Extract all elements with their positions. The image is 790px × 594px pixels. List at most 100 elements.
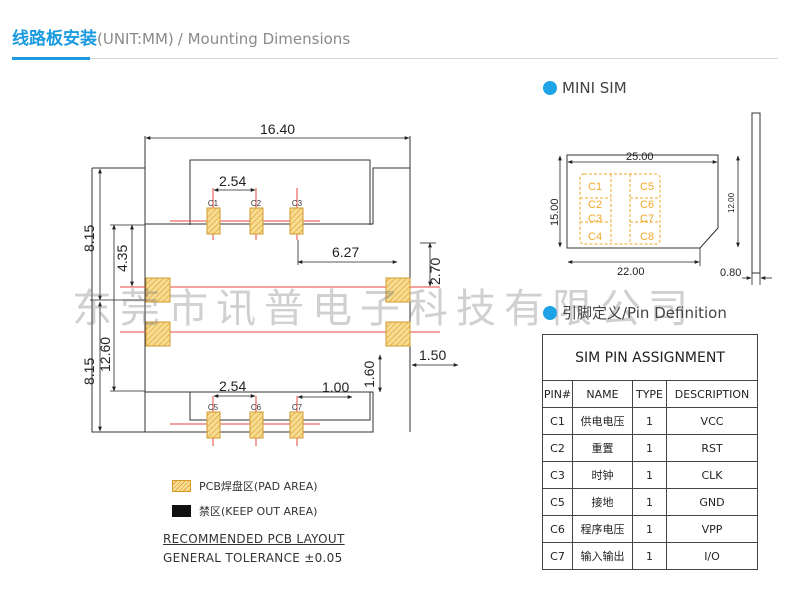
cell-name: 供电电压 [572, 407, 633, 435]
cell-type: 1 [632, 515, 667, 543]
dim-left-upper: 8.15 [81, 225, 97, 252]
sim-dim-bottom: 22.00 [617, 266, 645, 278]
pad-label-c3: C3 [292, 199, 303, 208]
sim-dim-top: 25.00 [626, 151, 654, 163]
dim-mid-right: 6.27 [332, 244, 359, 260]
pcb-pads [145, 207, 411, 439]
cell-pin: C7 [542, 542, 573, 570]
cell-desc: VCC [666, 407, 758, 435]
sim-contact-c7: C7 [640, 213, 654, 225]
pin-table: SIM PIN ASSIGNMENT PIN# NAME TYPE DESCRI… [542, 334, 758, 570]
cell-type: 1 [632, 407, 667, 435]
table-row: C5 接地 1 GND [542, 488, 758, 516]
cell-name: 输入输出 [572, 542, 633, 570]
table-row: C1 供电电压 1 VCC [542, 407, 758, 435]
pad-c3 [289, 207, 304, 235]
cell-name: 程序电压 [572, 515, 633, 543]
col-description: DESCRIPTION [666, 380, 758, 408]
dim-width: 16.40 [260, 121, 295, 137]
pin-table-title: SIM PIN ASSIGNMENT [542, 334, 758, 381]
pad-right-lower [385, 321, 411, 347]
legend-keep-out-label: 禁区(KEEP OUT AREA) [199, 505, 318, 518]
cell-desc: RST [666, 434, 758, 462]
dim-pitch-top: 2.54 [219, 173, 246, 189]
dim-right-lower: 1.50 [419, 347, 446, 363]
sim-contact-c4: C4 [588, 231, 602, 243]
header-unit: (UNIT:MM) [97, 30, 174, 48]
pad-left-upper [145, 277, 171, 303]
pin-def-title-text: 引脚定义/Pin Definition [562, 304, 727, 322]
table-row: C3 时钟 1 CLK [542, 461, 758, 489]
sim-contact-c8: C8 [640, 231, 654, 243]
pad-c2 [249, 207, 264, 235]
page-header: 线路板安装 (UNIT:MM) / Mounting Dimensions [12, 24, 351, 49]
sim-contact-c3: C3 [588, 213, 602, 225]
legend-pad: PCB焊盘区(PAD AREA) [172, 478, 318, 494]
cell-pin: C3 [542, 461, 573, 489]
keep-out-outline [189, 159, 371, 421]
cell-name: 时钟 [572, 461, 633, 489]
cell-type: 1 [632, 434, 667, 462]
cell-name: 重置 [572, 434, 633, 462]
dim-bottom-offset: 1.00 [322, 379, 349, 395]
header-title-en: / Mounting Dimensions [177, 30, 351, 48]
dim-left-inner: 12.60 [97, 337, 113, 372]
sim-contact-c6: C6 [640, 199, 654, 211]
keep-out-swatch-icon [172, 505, 191, 517]
pad-label-c5: C5 [208, 403, 219, 412]
col-pin: PIN# [542, 380, 573, 408]
mini-sim-card: C1 C5 C2 C6 C3 C7 C4 C8 25.00 22.00 0.80 [549, 112, 772, 285]
dim-left-lower: 8.15 [81, 358, 97, 385]
cell-pin: C5 [542, 488, 573, 516]
col-name: NAME [572, 380, 633, 408]
recommended-layout-note: RECOMMENDED PCB LAYOUT [163, 532, 345, 546]
company-watermark: 东莞市讯普电子科技有限公司 [72, 286, 696, 332]
cell-pin: C2 [542, 434, 573, 462]
bullet-dot-icon [543, 81, 557, 95]
cell-desc: VPP [666, 515, 758, 543]
dimension-lines [90, 136, 459, 432]
sim-contact-c2: C2 [588, 199, 602, 211]
cell-desc: CLK [666, 461, 758, 489]
cell-pin: C6 [542, 515, 573, 543]
pad-c6 [249, 411, 264, 439]
sim-dim-left: 15.00 [549, 198, 561, 226]
legend-pad-label: PCB焊盘区(PAD AREA) [199, 480, 318, 493]
table-row: C2 重置 1 RST [542, 434, 758, 462]
table-row: C6 程序电压 1 VPP [542, 515, 758, 543]
pin-def-title: 引脚定义/Pin Definition [543, 302, 727, 323]
pad-label-c2: C2 [251, 199, 262, 208]
table-row: C7 输入输出 1 I/O [542, 542, 758, 570]
mini-sim-title: MINI SIM [543, 79, 627, 97]
header-accent-bar [12, 57, 90, 60]
pad-c7 [289, 411, 304, 439]
legend-keep-out: 禁区(KEEP OUT AREA) [172, 503, 317, 519]
pad-swatch-icon [172, 480, 191, 492]
pad-c1 [206, 207, 221, 235]
sim-dim-right: 12.00 [727, 192, 736, 213]
mini-sim-title-text: MINI SIM [562, 79, 627, 97]
dim-bottom-height: 1.60 [361, 361, 377, 388]
pcb-outline [91, 136, 411, 433]
dim-pitch-bottom: 2.54 [219, 378, 246, 394]
pad-label-c7: C7 [292, 403, 303, 412]
cell-desc: GND [666, 488, 758, 516]
cell-desc: I/O [666, 542, 758, 570]
header-divider [12, 58, 778, 59]
dim-right-top: 2.70 [427, 258, 443, 285]
tolerance-note: GENERAL TOLERANCE ±0.05 [163, 551, 343, 565]
sim-contact-c1: C1 [588, 181, 602, 193]
sim-dim-thickness: 0.80 [720, 267, 741, 279]
cell-type: 1 [632, 461, 667, 489]
pad-label-c6: C6 [251, 403, 262, 412]
cell-name: 接地 [572, 488, 633, 516]
cell-pin: C1 [542, 407, 573, 435]
pad-c5 [206, 411, 221, 439]
bullet-dot-icon [543, 305, 557, 320]
col-type: TYPE [632, 380, 667, 408]
cell-type: 1 [632, 542, 667, 570]
sim-contact-c5: C5 [640, 181, 654, 193]
pad-label-c1: C1 [208, 199, 219, 208]
header-title-zh: 线路板安装 [12, 29, 97, 49]
